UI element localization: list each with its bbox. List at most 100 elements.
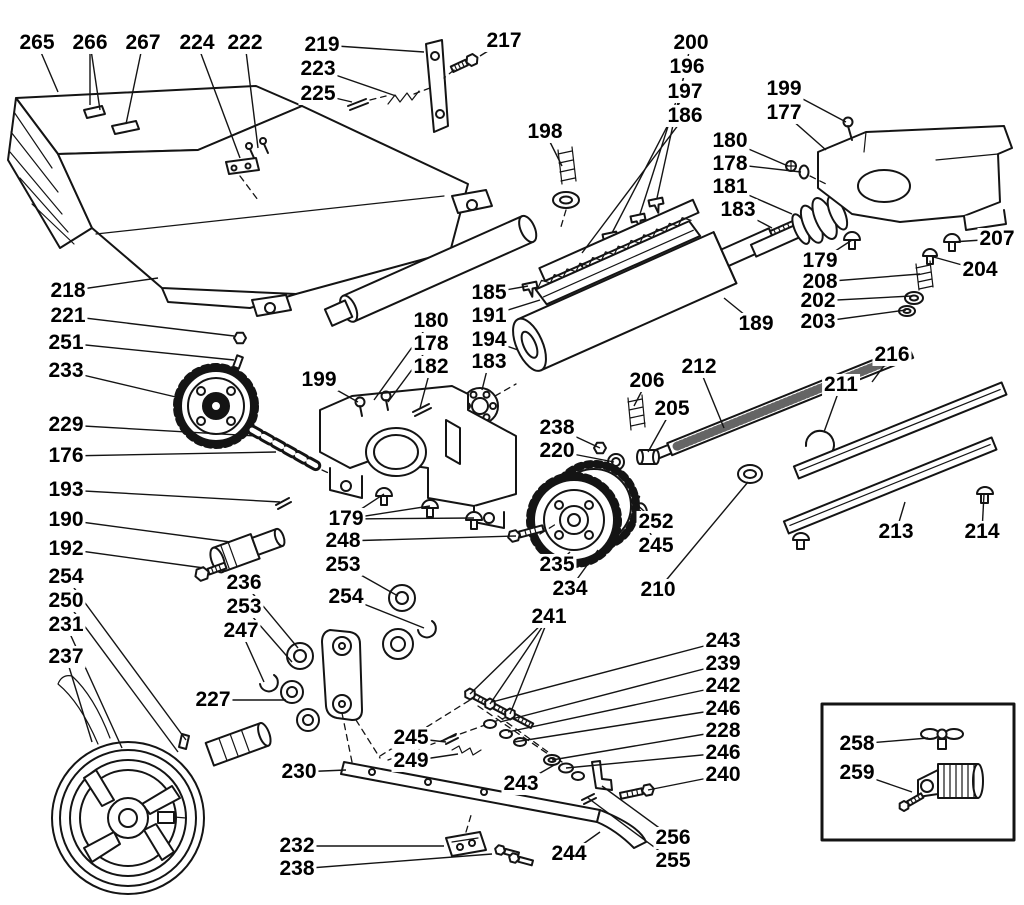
leader-line [65, 576, 187, 741]
part-label-254: 254 [46, 564, 86, 589]
leader-line [296, 853, 493, 870]
part-label-182: 182 [411, 354, 451, 379]
part-label-249: 249 [391, 748, 431, 773]
part-label-196: 196 [667, 54, 707, 79]
part-label-251: 251 [46, 330, 86, 355]
leader-line [491, 640, 724, 703]
part-label-231: 231 [46, 612, 86, 637]
leader-line [65, 489, 281, 503]
part-label-243: 243 [703, 628, 743, 653]
roller-bars-drawing [784, 382, 1007, 549]
leader-line [507, 685, 724, 733]
part-label-222: 222 [225, 30, 265, 55]
part-label-179: 179 [326, 506, 366, 531]
part-label-250: 250 [46, 588, 86, 613]
part-label-181: 181 [710, 174, 750, 199]
leader-line [65, 656, 93, 743]
part-label-266: 266 [70, 30, 110, 55]
part-label-224: 224 [177, 30, 217, 55]
part-label-255: 255 [653, 848, 693, 873]
part-label-245: 245 [391, 725, 431, 750]
part-label-207: 207 [977, 226, 1017, 251]
main-roller-drawing [506, 200, 807, 375]
part-label-216: 216 [872, 342, 912, 367]
part-label-240: 240 [703, 762, 743, 787]
leader-line [345, 517, 475, 520]
leader-line [65, 519, 231, 543]
part-label-265: 265 [17, 30, 57, 55]
spring-washer-drawing [553, 147, 579, 230]
clutch-disks-drawing [744, 190, 852, 270]
part-label-245: 245 [636, 533, 676, 558]
part-label-185: 185 [469, 280, 509, 305]
part-label-204: 204 [960, 257, 1000, 282]
part-label-234: 234 [550, 576, 590, 601]
part-label-267: 267 [123, 30, 163, 55]
leader-line [65, 342, 235, 361]
leader-line [125, 42, 144, 125]
leader-line [509, 616, 550, 715]
bearing-housing-drawing [276, 386, 516, 529]
part-label-246: 246 [703, 696, 743, 721]
part-label-183: 183 [469, 349, 509, 374]
part-label-248: 248 [323, 528, 363, 553]
part-label-193: 193 [46, 477, 86, 502]
part-label-189: 189 [736, 311, 776, 336]
part-label-243: 243 [501, 771, 541, 796]
part-label-232: 232 [277, 833, 317, 858]
leader-line [657, 481, 749, 591]
fastener-cluster-drawing [444, 687, 655, 804]
leader-line [65, 548, 205, 569]
leader-line [551, 730, 724, 761]
leader-line [65, 624, 123, 749]
leader-line [89, 42, 101, 111]
upper-tube-drawing [323, 213, 540, 330]
pulley-drawing [52, 676, 204, 894]
part-label-213: 213 [876, 519, 916, 544]
leader-line [342, 535, 517, 542]
knob-drawing [898, 764, 983, 812]
wing-plug-drawing [921, 729, 963, 749]
part-label-242: 242 [703, 673, 743, 698]
part-label-212: 212 [679, 354, 719, 379]
leader-line [65, 451, 277, 457]
part-label-183: 183 [718, 197, 758, 222]
part-label-247: 247 [221, 618, 261, 643]
leader-line [489, 616, 550, 705]
leader-line [469, 616, 550, 695]
leader-line [67, 315, 235, 337]
part-label-202: 202 [798, 288, 838, 313]
link-arm-drawing [179, 585, 436, 766]
part-label-230: 230 [279, 759, 319, 784]
part-label-254: 254 [326, 584, 366, 609]
part-label-258: 258 [837, 731, 877, 756]
part-label-259: 259 [837, 760, 877, 785]
part-label-227: 227 [193, 687, 233, 712]
part-label-235: 235 [537, 552, 577, 577]
chute-drawing [8, 86, 492, 316]
part-label-205: 205 [652, 396, 692, 421]
part-label-214: 214 [962, 519, 1002, 544]
part-label-241: 241 [529, 604, 569, 629]
part-label-191: 191 [469, 303, 509, 328]
part-label-178: 178 [411, 331, 451, 356]
part-label-176: 176 [46, 443, 86, 468]
part-label-203: 203 [798, 309, 838, 334]
part-label-256: 256 [653, 825, 693, 850]
part-label-238: 238 [277, 856, 317, 881]
part-label-206: 206 [627, 368, 667, 393]
part-label-223: 223 [298, 56, 338, 81]
part-label-253: 253 [224, 594, 264, 619]
leader-line [244, 42, 259, 149]
part-label-253: 253 [323, 552, 363, 577]
tension-shaft-drawing [653, 346, 913, 461]
part-label-218: 218 [48, 278, 88, 303]
part-label-197: 197 [665, 79, 705, 104]
part-label-199: 199 [299, 367, 339, 392]
part-label-225: 225 [298, 81, 338, 106]
part-label-237: 237 [46, 644, 86, 669]
part-label-180: 180 [710, 128, 750, 153]
